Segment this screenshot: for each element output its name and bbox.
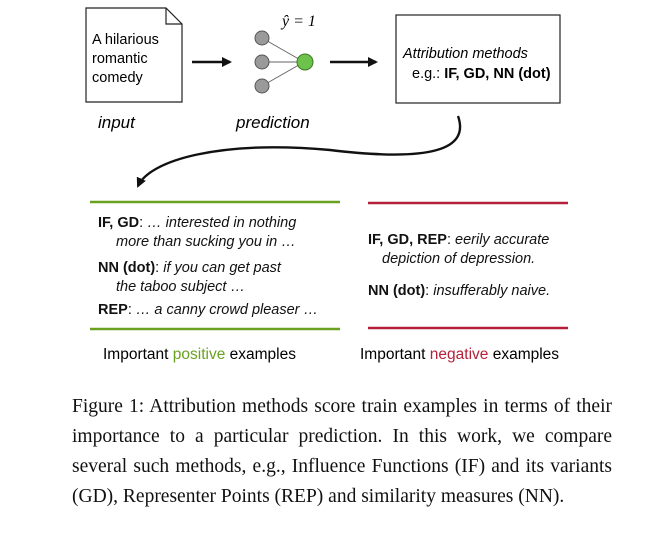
positive-example-1: IF, GD: … interested in nothing more tha… [98, 215, 297, 250]
document-icon [85, 7, 183, 103]
input-text: A hilarious romantic comedy [92, 32, 159, 86]
input-label: input [98, 113, 136, 132]
attribution-methods: e.g.:IF, GD, NN (dot) [412, 66, 551, 82]
negative-example-1: IF, GD, REP: eerily accurate depiction o… [368, 232, 550, 267]
prediction-formula: ŷ = 1 [280, 13, 316, 30]
positive-example-3: REP: … a canny crowd pleaser … [98, 302, 319, 318]
negative-example-2: NN (dot): insufferably naive. [368, 283, 551, 299]
positive-legend: Important positive examples [103, 346, 296, 363]
prediction-label: prediction [235, 113, 310, 132]
attribution-box [395, 14, 561, 104]
input-text-line: romantic [92, 51, 148, 67]
negative-legend: Important negative examples [360, 346, 559, 363]
attribution-diagram: A hilarious romantic comedy input ŷ = 1 pr… [85, 7, 568, 363]
figure-caption: Figure 1: Attribution methods score trai… [72, 396, 612, 507]
attribution-title: Attribution methods [402, 46, 528, 62]
curved-arrow-to-examples [136, 115, 462, 188]
input-text-line: A hilarious [92, 32, 159, 48]
neural-network-icon [254, 30, 314, 94]
input-text-line: comedy [92, 70, 144, 86]
positive-example-2: NN (dot): if you can get past the taboo … [98, 260, 281, 295]
